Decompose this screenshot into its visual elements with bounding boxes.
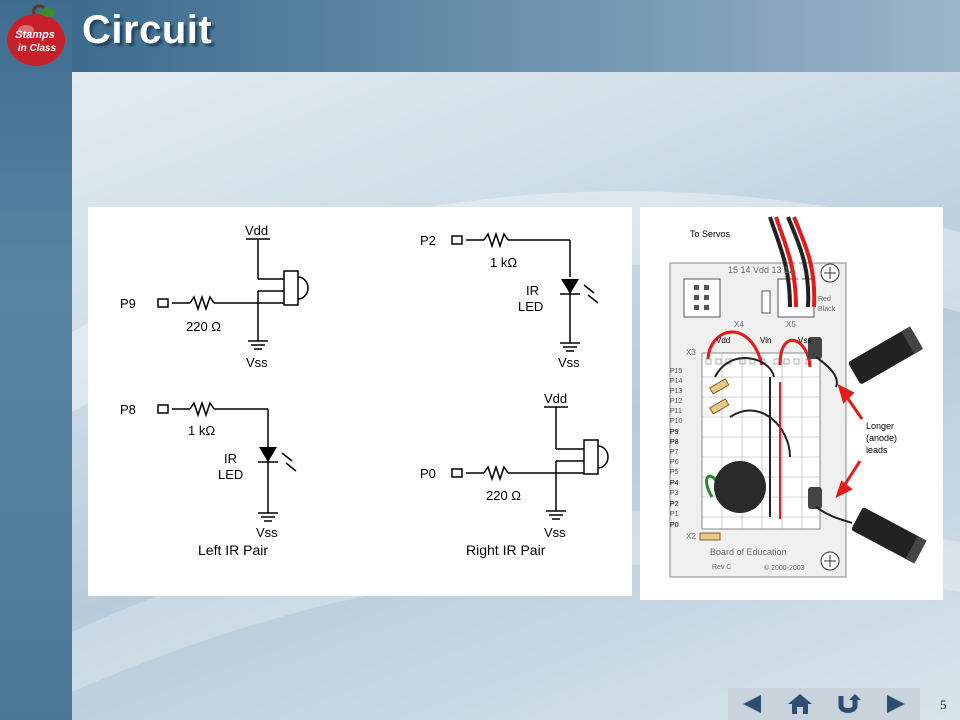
forward-arrow-icon[interactable] [876, 689, 916, 719]
pin-label: P12 [670, 398, 683, 405]
logo-text-2: in Class [18, 43, 57, 54]
pin-label: P2 [670, 501, 679, 508]
title-bar [72, 0, 960, 72]
pin-label: P15 [670, 368, 683, 375]
brand-label: Board of Education [710, 547, 787, 557]
stamps-in-class-logo: Stamps in Class [7, 4, 65, 66]
right-p2-label: P2 [420, 233, 436, 248]
ir-receiver-top [808, 337, 822, 359]
pin-label: P4 [670, 480, 679, 487]
pin-label: P0 [670, 522, 679, 529]
pin-label: P9 [670, 429, 679, 436]
header-numbers-label: 15 14 Vdd 13 12 [728, 265, 794, 275]
left-p8-label: P8 [120, 402, 136, 417]
x3-label: X3 [686, 348, 696, 357]
slide-title: Circuit [82, 8, 213, 52]
board-diagram: To Servos 15 14 Vdd 13 12 Red Black X4 X… [669, 216, 927, 578]
x4-label: X4 [734, 320, 744, 329]
copyright-label: © 2000-2003 [764, 564, 805, 572]
left-vss-receiver-label: Vss [246, 355, 268, 370]
left-220-label: 220 Ω [186, 319, 221, 334]
pin-p2-connector [451, 235, 463, 245]
schematic-panel: Vdd P9 220 Ω Vss P8 1 kΩ IR LED Vss Left… [88, 207, 632, 596]
ir-receiver-bottom [808, 487, 822, 509]
pin-label: P8 [670, 439, 679, 446]
pin-label: P7 [670, 449, 679, 456]
left-sidebar-band [0, 0, 72, 720]
right-pair-caption: Right IR Pair [466, 542, 546, 558]
right-led-label: LED [518, 299, 543, 314]
right-ir-label: IR [526, 283, 539, 298]
right-220-label: 220 Ω [486, 488, 521, 503]
back-arrow-icon[interactable] [732, 689, 772, 719]
vdd-label: Vdd [716, 336, 730, 345]
pin-p8-connector [157, 404, 169, 414]
pin-label: P1 [670, 511, 679, 518]
pin-p9-connector [157, 298, 169, 308]
right-p0-label: P0 [420, 466, 436, 481]
right-vss-led-label: Vss [558, 355, 580, 370]
right-vdd-label: Vdd [544, 391, 567, 406]
left-p9-label: P9 [120, 296, 136, 311]
slide-number: 5 [940, 697, 947, 712]
red-label: Red [818, 296, 831, 303]
left-vdd-label: Vdd [245, 223, 268, 238]
left-1k-label: 1 kΩ [188, 423, 215, 438]
left-pair-caption: Left IR Pair [198, 542, 268, 558]
pin-label: P11 [670, 408, 682, 415]
annotation-line2: (anode) [866, 433, 897, 443]
pin-label: P5 [670, 469, 679, 476]
pin-label: P6 [670, 459, 679, 466]
left-led-label: LED [218, 467, 243, 482]
schematic-diagram: Vdd P9 220 Ω Vss P8 1 kΩ IR LED Vss Left… [120, 223, 609, 558]
vss-label: Vss [798, 336, 811, 345]
left-led-symbol [259, 447, 277, 462]
left-vss-led-label: Vss [256, 525, 278, 540]
return-icon[interactable] [828, 689, 868, 719]
rev-label: Rev C [712, 564, 731, 571]
pin-label: P13 [670, 388, 683, 395]
piezo-speaker [714, 461, 766, 513]
annotation-line1: Longer [866, 421, 894, 431]
home-icon[interactable] [780, 689, 820, 719]
pin-label: P10 [670, 418, 683, 425]
board-panel: To Servos 15 14 Vdd 13 12 Red Black X4 X… [640, 207, 943, 600]
left-ir-label: IR [224, 451, 237, 466]
black-label: Black [818, 306, 836, 313]
x2-label: X2 [686, 532, 696, 541]
logo-text-1: Stamps [15, 29, 55, 41]
right-vss-receiver-label: Vss [544, 525, 566, 540]
vin-label: Vin [760, 336, 771, 345]
x5-label: X5 [786, 320, 796, 329]
nav-bar [728, 688, 920, 720]
right-led-symbol [561, 279, 579, 294]
pin-label: P3 [670, 490, 679, 497]
annotation-line3: leads [866, 445, 888, 455]
to-servos-label: To Servos [690, 229, 731, 239]
pin-label: P14 [670, 378, 683, 385]
right-1k-label: 1 kΩ [490, 255, 517, 270]
pin-p0-connector [451, 468, 463, 478]
